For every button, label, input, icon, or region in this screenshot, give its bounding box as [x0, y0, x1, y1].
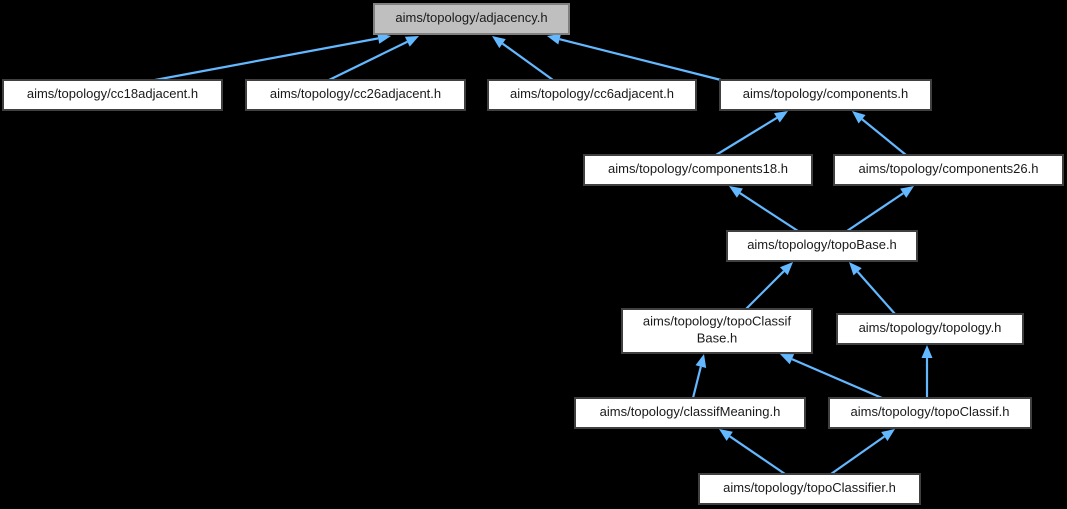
graph-node-label: aims/topology/components18.h [608, 161, 788, 176]
graph-edge [691, 354, 707, 399]
graph-node-label: aims/topology/topoBase.h [747, 237, 897, 252]
graph-edge [830, 429, 895, 475]
graph-edge [745, 262, 793, 310]
graph-node-label: aims/topology/topoClassifier.h [723, 480, 896, 495]
graph-edge [154, 32, 391, 82]
graph-edge [547, 33, 722, 82]
graph-node-topology[interactable]: aims/topology/topology.h [836, 313, 1024, 345]
graph-node-label: aims/topology/cc6adjacent.h [510, 86, 674, 101]
graph-node-label: aims/topology/topology.h [859, 320, 1002, 335]
graph-node-adjacency[interactable]: aims/topology/adjacency.h [373, 3, 570, 35]
graph-edge [846, 186, 914, 232]
graph-edge [328, 36, 419, 81]
graph-node-cc26adjacent[interactable]: aims/topology/cc26adjacent.h [245, 79, 466, 111]
graph-node-label: aims/topology/components26.h [859, 161, 1039, 176]
graph-node-cc6adjacent[interactable]: aims/topology/cc6adjacent.h [487, 79, 697, 111]
graph-edge [852, 111, 907, 156]
graph-node-components[interactable]: aims/topology/components.h [719, 79, 932, 111]
graph-node-topoClassifier[interactable]: aims/topology/topoClassifier.h [698, 473, 921, 505]
graph-edge [921, 345, 933, 398]
graph-edge [492, 36, 554, 81]
graph-node-label: aims/topology/topoClassif.h [851, 404, 1010, 419]
graph-node-label: aims/topology/cc26adjacent.h [270, 86, 441, 101]
graph-node-components18[interactable]: aims/topology/components18.h [583, 154, 813, 186]
graph-node-topoClassif[interactable]: aims/topology/topoClassif.h [828, 397, 1032, 429]
graph-edge [719, 429, 786, 475]
graph-nodes: aims/topology/adjacency.h aims/topology/c… [2, 3, 1064, 505]
graph-node-label: aims/topology/classifMeaning.h [600, 404, 781, 419]
graph-node-label: aims/topology/adjacency.h [395, 10, 547, 25]
graph-edge [729, 186, 799, 232]
graph-edges [154, 32, 933, 475]
graph-edge [715, 111, 788, 156]
graph-edge [780, 354, 883, 400]
graph-node-label: aims/topology/cc18adjacent.h [27, 86, 198, 101]
graph-node-topoBase[interactable]: aims/topology/topoBase.h [726, 230, 918, 262]
graph-node-label: aims/topology/components.h [743, 86, 908, 101]
graph-edge [849, 262, 896, 315]
graph-node-components26[interactable]: aims/topology/components26.h [833, 154, 1064, 186]
graph-node-cc18adjacent[interactable]: aims/topology/cc18adjacent.h [2, 79, 223, 111]
graph-node-classifMeaning[interactable]: aims/topology/classifMeaning.h [574, 397, 806, 429]
